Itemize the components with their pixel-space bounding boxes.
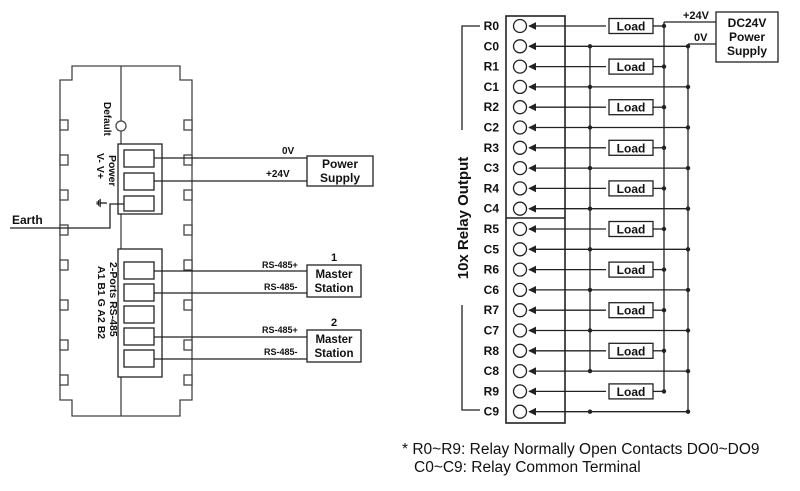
plus24-label: +24V <box>683 10 710 22</box>
terminal-screw-r1 <box>512 59 528 74</box>
load-label: Load <box>617 20 646 34</box>
terminal-label-r8: R8 <box>484 344 500 358</box>
terminal-label-c2: C2 <box>484 121 500 135</box>
terminal-label-r3: R3 <box>484 141 500 155</box>
master2-number: 2 <box>331 317 337 329</box>
terminal-screw-c9 <box>512 404 528 419</box>
terminal-label-r9: R9 <box>484 384 500 398</box>
rs485-label: 2-Ports RS-485 <box>107 262 119 337</box>
power-supply: Power Supply 0V +24V <box>154 146 374 187</box>
footnote-line1: * R0~R9: Relay Normally Open Contacts DO… <box>402 441 760 458</box>
terminal-screw-c7 <box>512 323 528 338</box>
load-label: Load <box>617 223 646 237</box>
master1-line2: Station <box>315 283 354 295</box>
terminal-label-r1: R1 <box>484 60 500 74</box>
terminal-screw-c1 <box>512 79 528 95</box>
power-supply-line2: Supply <box>320 171 360 185</box>
terminal-screw-c6 <box>512 282 528 298</box>
master-station-1: 1 Master Station RS-485+ RS-485- <box>154 252 362 298</box>
master2-plus: RS-485+ <box>262 325 298 335</box>
terminal-label-r6: R6 <box>484 263 500 277</box>
master2-line2: Station <box>315 348 354 360</box>
terminal-screw-r4 <box>512 181 528 196</box>
earth-wire: Earth <box>10 203 124 229</box>
load-label: Load <box>617 263 646 277</box>
terminal-screw-c3 <box>512 160 528 176</box>
terminal-label-r5: R5 <box>484 222 500 236</box>
zero-label: 0V <box>694 32 708 44</box>
terminal-label-c0: C0 <box>484 39 500 53</box>
terminal-label-r0: R0 <box>484 19 500 33</box>
footnote-line2: C0~C9: Relay Common Terminal <box>414 459 641 476</box>
terminal-screw-r5 <box>512 221 528 237</box>
load-label: Load <box>617 141 646 155</box>
terminal-label-r7: R7 <box>484 303 500 317</box>
terminal-label-c9: C9 <box>484 405 500 419</box>
terminal-screw-r7 <box>512 303 528 318</box>
relay-group-bracket: 10x Relay Output <box>455 25 480 411</box>
load-label: Load <box>617 101 646 115</box>
terminal-label-c6: C6 <box>484 283 500 297</box>
terminal-screw-c5 <box>512 242 528 257</box>
terminal-label-c4: C4 <box>484 202 500 216</box>
terminal-label-r2: R2 <box>484 100 500 114</box>
power-label: Power <box>106 155 118 187</box>
terminal-label-c1: C1 <box>484 80 500 94</box>
rs485-terminal-block <box>117 248 163 378</box>
dc24v-power-supply: DC24V Power Supply +24V 0V <box>683 10 779 63</box>
wire-24v-label: +24V <box>266 169 290 180</box>
earth-symbol: ⏚ <box>94 197 108 209</box>
terminal-screw-r8 <box>512 343 528 358</box>
terminal-screw-r6 <box>512 262 528 277</box>
load-label: Load <box>617 304 646 318</box>
dc-supply-line3: Supply <box>727 44 767 58</box>
terminal-screw-c0 <box>512 39 528 54</box>
terminal-screw-r0 <box>512 18 528 34</box>
relay-terminal-block <box>505 15 566 424</box>
load-label: Load <box>617 385 646 399</box>
terminal-screw-c4 <box>512 201 528 216</box>
earth-label: Earth <box>12 213 43 227</box>
master2-minus: RS-485- <box>264 347 298 357</box>
terminal-label-c7: C7 <box>484 324 500 338</box>
master2-line1: Master <box>315 334 353 346</box>
terminal-screw-c8 <box>512 363 528 379</box>
dc-supply-line1: DC24V <box>728 16 767 30</box>
load-label: Load <box>617 182 646 196</box>
default-label: Default <box>101 102 112 137</box>
terminal-label-c8: C8 <box>484 364 500 378</box>
master1-number: 1 <box>331 252 337 264</box>
dc-supply-line2: Power <box>729 30 765 44</box>
terminal-label-c5: C5 <box>484 242 500 256</box>
power-terminal-block <box>117 143 163 215</box>
terminal-screw-c2 <box>512 120 528 135</box>
power-supply-line1: Power <box>322 157 358 171</box>
terminal-screw-r3 <box>512 140 528 155</box>
terminal-label-r4: R4 <box>484 181 500 195</box>
default-button <box>115 120 127 132</box>
master1-minus: RS-485- <box>264 282 298 292</box>
load-label: Load <box>617 60 646 74</box>
power-pin-labels: V- V+ <box>94 153 106 179</box>
wire-0v-label: 0V <box>282 146 295 157</box>
rs485-pin-labels: A1 B1 G A2 B2 <box>95 266 107 339</box>
terminal-screw-r9 <box>512 384 528 399</box>
master1-line1: Master <box>315 269 353 281</box>
master1-plus: RS-485+ <box>262 260 298 270</box>
master-station-2: 2 Master Station RS-485+ RS-485- <box>154 317 362 363</box>
terminal-label-c3: C3 <box>484 161 500 175</box>
load-label: Load <box>617 344 646 358</box>
relay-group-label: 10x Relay Output <box>455 157 472 280</box>
terminal-screw-r2 <box>512 100 528 115</box>
